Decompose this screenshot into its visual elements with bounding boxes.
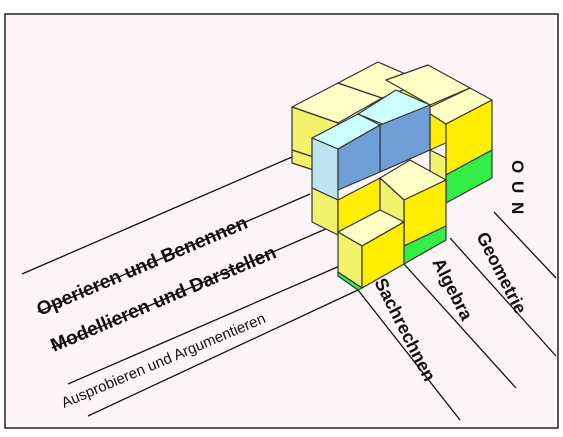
side-label-u: U: [508, 181, 527, 193]
row-line-5: [87, 289, 359, 417]
row-guide-lines: [21, 156, 359, 417]
row-line-1: [21, 156, 293, 275]
side-label-o: O: [508, 160, 527, 173]
col-line-3: [449, 237, 557, 357]
cube: [337, 124, 381, 191]
cube-stack: [291, 61, 493, 291]
row-line-4: [67, 264, 343, 385]
cube: [337, 225, 447, 291]
frame: [4, 13, 559, 429]
row-line-2: [37, 193, 311, 313]
col-line-4: [493, 211, 557, 279]
cube: [337, 209, 405, 289]
col-line-2: [403, 263, 517, 389]
side-label-n: N: [508, 202, 527, 214]
column-guide-lines: [357, 211, 557, 421]
col-line-1: [357, 289, 461, 421]
row-line-3: [51, 227, 329, 349]
